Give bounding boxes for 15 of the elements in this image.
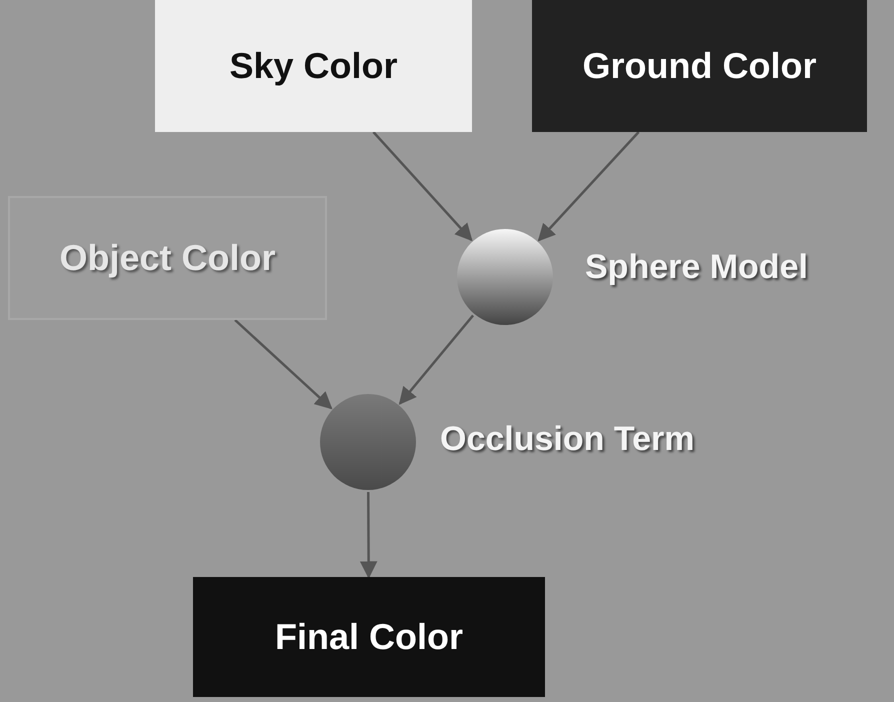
arrow: [372, 131, 473, 242]
color-box: [155, 0, 472, 132]
sphere-label: Sphere Model: [585, 248, 808, 287]
box-label: Final Color: [275, 616, 463, 658]
arrow: [538, 131, 640, 242]
sphere-label: Occlusion Term: [440, 420, 694, 459]
color-box: [193, 577, 545, 697]
arrow: [398, 314, 474, 405]
box-label: Sky Color: [229, 45, 398, 87]
color-box: [8, 196, 327, 320]
box-label: Object Color: [59, 237, 276, 279]
arrow: [234, 319, 332, 410]
arrow: [360, 492, 378, 579]
box-label: Ground Color: [582, 45, 816, 87]
color-box: [532, 0, 867, 132]
